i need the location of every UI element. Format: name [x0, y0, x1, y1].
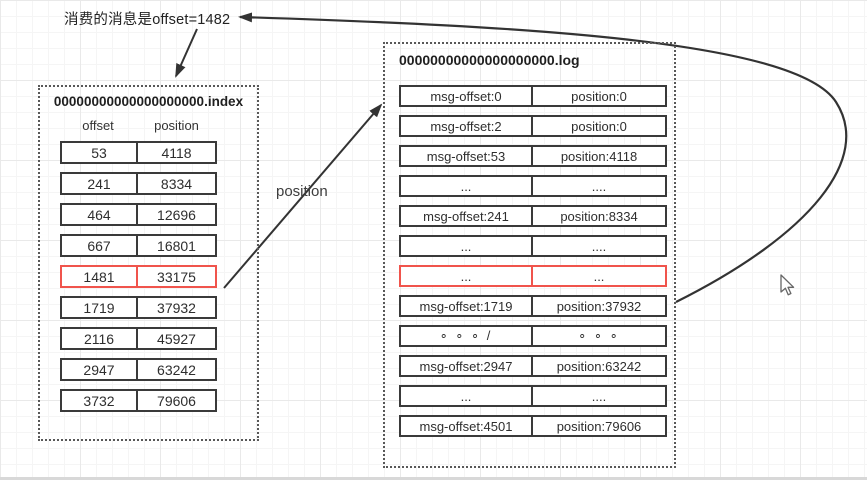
msg-offset-cell: ...: [460, 178, 472, 194]
arrow-pointer-cursor: [780, 274, 795, 296]
arrow-label-to-index: [175, 28, 198, 78]
position-cell: position:8334: [531, 207, 665, 225]
log-table-row: ... ....: [399, 235, 667, 257]
msg-offset-cell: msg-offset:0: [430, 88, 502, 104]
position-cell: position:4118: [531, 147, 665, 165]
position-cell: 79606: [136, 391, 215, 410]
msg-offset-cell: msg-offset:4501: [419, 418, 513, 434]
offset-cell: 241: [87, 175, 111, 192]
position-cell: ...: [531, 267, 665, 285]
msg-offset-cell: ...: [460, 268, 472, 284]
position-cell: position:37932: [531, 297, 665, 315]
log-table-row: msg-offset:53 position:4118: [399, 145, 667, 167]
position-cell: ....: [531, 387, 665, 405]
log-table-row: msg-offset:241 position:8334: [399, 205, 667, 227]
position-cell: 33175: [136, 267, 215, 286]
msg-offset-cell: msg-offset:2: [430, 118, 502, 134]
msg-offset-cell: ...: [460, 388, 472, 404]
log-table-row: ... ....: [399, 385, 667, 407]
log-table-row: ... ....: [399, 175, 667, 197]
offset-cell: 2947: [83, 361, 115, 378]
index-table-row: 2947 63242: [60, 358, 217, 381]
position-cell: 8334: [136, 174, 215, 193]
log-file-title: 00000000000000000000.log: [399, 52, 580, 68]
position-cell: 37932: [136, 298, 215, 317]
log-table-row: msg-offset:2947 position:63242: [399, 355, 667, 377]
offset-cell: 2116: [83, 330, 115, 347]
position-cell: ....: [531, 237, 665, 255]
position-cell: 12696: [136, 205, 215, 224]
msg-offset-cell: msg-offset:2947: [419, 358, 513, 374]
offset-cell: 667: [87, 237, 111, 254]
position-cell: position:79606: [531, 417, 665, 435]
msg-offset-cell: msg-offset:53: [426, 148, 506, 164]
offset-cell: 1719: [83, 299, 115, 316]
log-table-row: ∘ ∘ ∘ / ∘ ∘ ∘: [399, 325, 667, 347]
offset-cell: 1481: [83, 268, 115, 285]
msg-offset-cell: msg-offset:1719: [419, 298, 513, 314]
msg-offset-cell: msg-offset:241: [423, 208, 509, 224]
index-table-row: 53 4118: [60, 141, 217, 164]
offset-column-header: offset: [82, 118, 114, 133]
index-table-row: 667 16801: [60, 234, 217, 257]
position-arrow-label: position: [276, 183, 328, 200]
position-cell: position:0: [531, 117, 665, 135]
index-table-row: 1719 37932: [60, 296, 217, 319]
window-bottom-edge: [0, 477, 867, 480]
log-table-row: ... ...: [399, 265, 667, 287]
offset-cell: 464: [87, 206, 111, 223]
position-cell: ∘ ∘ ∘: [531, 327, 665, 345]
log-table-row: msg-offset:0 position:0: [399, 85, 667, 107]
msg-offset-cell: ...: [460, 238, 472, 254]
index-table-row: 2116 45927: [60, 327, 217, 350]
index-table-row: 241 8334: [60, 172, 217, 195]
log-file-box: 00000000000000000000.log msg-offset:0 po…: [383, 42, 676, 468]
position-cell: position:63242: [531, 357, 665, 375]
position-column-header: position: [154, 118, 199, 133]
log-table-row: msg-offset:4501 position:79606: [399, 415, 667, 437]
index-table-row: 464 12696: [60, 203, 217, 226]
position-cell: 4118: [136, 143, 215, 162]
msg-offset-cell: ∘ ∘ ∘ /: [439, 328, 493, 343]
position-cell: 45927: [136, 329, 215, 348]
index-table-row: 3732 79606: [60, 389, 217, 412]
index-column-headers: offset position: [60, 118, 217, 133]
position-cell: position:0: [531, 87, 665, 105]
offset-cell: 53: [91, 144, 107, 161]
log-rows: msg-offset:0 position:0 msg-offset:2 pos…: [385, 85, 674, 437]
offset-cell: 3732: [83, 392, 115, 409]
consumed-message-label: 消费的消息是offset=1482: [64, 12, 231, 28]
position-cell: ....: [531, 177, 665, 195]
index-table-row: 1481 33175: [60, 265, 217, 288]
log-table-row: msg-offset:1719 position:37932: [399, 295, 667, 317]
position-cell: 63242: [136, 360, 215, 379]
index-rows: 53 4118 241 8334 464 12696 667 16801: [60, 141, 217, 412]
position-cell: 16801: [136, 236, 215, 255]
index-file-box: 00000000000000000000.index offset positi…: [38, 85, 259, 441]
index-file-title: 00000000000000000000.index: [53, 94, 244, 109]
log-table-row: msg-offset:2 position:0: [399, 115, 667, 137]
